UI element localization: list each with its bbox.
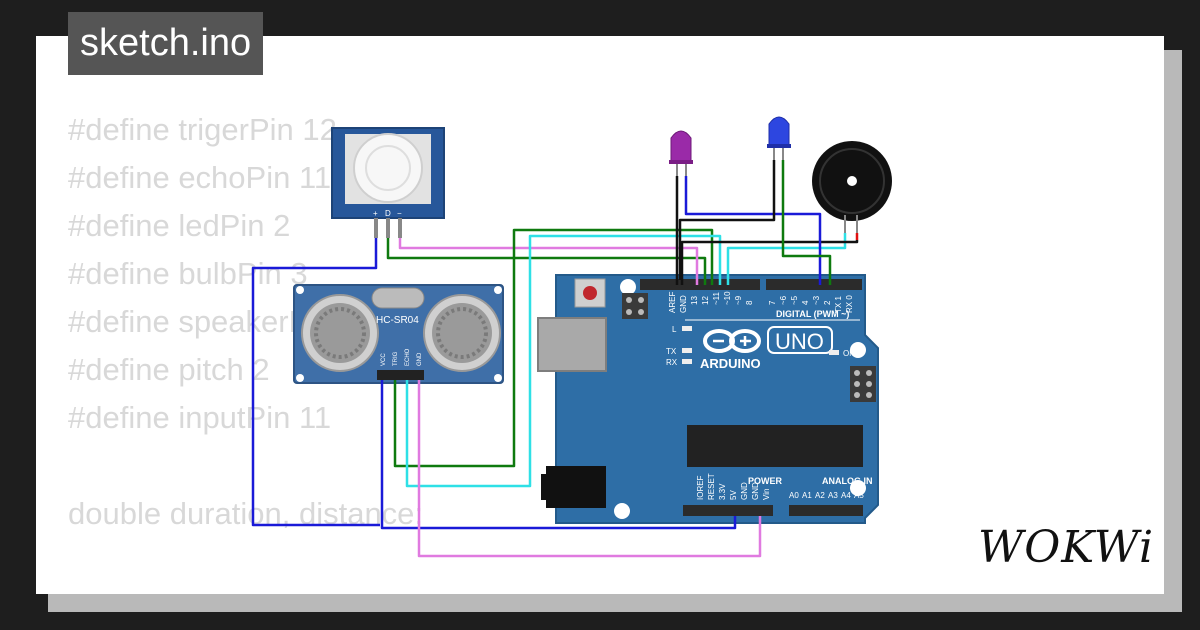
- pin-label-aref: AREF: [668, 292, 677, 313]
- digital-header-right: [766, 279, 862, 290]
- pin-label-11: ~11: [712, 291, 721, 305]
- file-name-tab: sketch.ino: [68, 12, 264, 75]
- code-line: boolean state = LOW;: [68, 586, 423, 594]
- pin-label-a3: A3: [828, 491, 838, 500]
- blue-led[interactable]: [767, 116, 791, 160]
- transducer-right: [423, 294, 501, 372]
- pir-pin-minus: −: [397, 209, 402, 218]
- wire-hc-echo: [405, 234, 722, 488]
- power-jack: [546, 466, 606, 508]
- pin-label-7: 7: [768, 300, 777, 305]
- wire-pir-gnd: [398, 238, 699, 285]
- ultrasonic-sensor[interactable]: HC-SR04 VCC TRIG ECHO GND: [293, 284, 504, 384]
- pin-label-tx: TX 1: [834, 296, 843, 313]
- led-l-label: L: [672, 325, 677, 334]
- hc-pin-gnd: GND: [417, 352, 423, 366]
- hc-pin-echo: ECHO: [405, 348, 411, 366]
- pin-label-8: 8: [745, 300, 754, 305]
- pin-label-10: ~10: [723, 291, 732, 305]
- pir-pin-d: D: [385, 209, 391, 218]
- code-line: #define trigerPin 12: [68, 112, 337, 147]
- usb-port: [537, 317, 607, 372]
- code-line: #define ledPin 2: [68, 208, 291, 243]
- wire-pir-vcc: [251, 238, 380, 527]
- code-line: #define bulbPin 3: [68, 256, 308, 291]
- pin-label-3: ~3: [812, 295, 821, 305]
- code-line: #define pitch 2: [68, 352, 270, 387]
- pin-label-12: 12: [701, 296, 710, 305]
- digital-label: DIGITAL (PWM ~): [776, 309, 849, 319]
- pin-label-gnd-2: GND: [751, 482, 760, 500]
- pin-label-9: ~9: [734, 295, 743, 305]
- pin-label-gnd: GND: [679, 295, 688, 313]
- wires: [251, 160, 859, 558]
- led-on-label: ON: [843, 349, 855, 358]
- wire-hc-vcc: [380, 380, 737, 530]
- pin-label-vin: Vin: [762, 489, 771, 500]
- wire-blue-led-gnd: [678, 160, 776, 280]
- pin-label-5v: 5V: [729, 490, 738, 500]
- power-header: [683, 505, 773, 516]
- pin-label-reset: RESET: [707, 473, 716, 500]
- wire-blue-led-anode: [781, 160, 832, 285]
- purple-led[interactable]: [669, 130, 693, 176]
- pir-sensor[interactable]: + D −: [331, 127, 445, 238]
- pin-label-ioref: IOREF: [696, 475, 705, 500]
- arduino-logo-icon: [703, 329, 761, 353]
- pir-pin-plus: +: [373, 209, 378, 218]
- code-line: double duration, distance;: [68, 496, 424, 531]
- wokwi-logo: WOKWi: [978, 522, 1155, 573]
- led-rx-label: RX: [666, 358, 678, 367]
- wire-hc-gnd: [417, 380, 762, 558]
- wire-hc-trig: [393, 228, 714, 468]
- atmega-chip: [687, 425, 863, 467]
- reset-button[interactable]: [583, 286, 597, 300]
- code-line: #define inputPin 11: [68, 400, 332, 435]
- transducer-left: [301, 294, 379, 372]
- pin-label-13: 13: [690, 296, 699, 305]
- digital-header-left: [640, 279, 760, 290]
- pin-label-3v3: 3.3V: [718, 483, 727, 500]
- analog-label: ANALOG IN: [822, 476, 873, 486]
- pin-label-5: ~5: [790, 295, 799, 305]
- arduino-brand: ARDUINO: [700, 356, 761, 371]
- icsp-header: [622, 293, 648, 319]
- hc-pin-trig: TRIG: [393, 351, 399, 366]
- pin-label-a2: A2: [815, 491, 825, 500]
- sensor-model-label: HC-SR04: [376, 315, 419, 326]
- pin-label-a4: A4: [841, 491, 851, 500]
- led-tx-label: TX: [666, 347, 677, 356]
- wire-buzzer-signal: [726, 233, 847, 285]
- code-line: #define echoPin 11: [68, 160, 332, 195]
- pin-label-4: 4: [801, 300, 810, 305]
- pin-label-a1: A1: [802, 491, 812, 500]
- wire-purple-led-anode: [684, 176, 822, 285]
- arduino-uno-board[interactable]: ARDUINO UNO DIGITAL (PWM ~) ANALOG IN PO…: [537, 274, 879, 524]
- pin-label-6: ~6: [779, 295, 788, 305]
- wire-pir-data: [386, 238, 707, 285]
- pin-label-a5: A5: [854, 491, 864, 500]
- pin-label-2: 2: [823, 300, 832, 305]
- icsp-header-right: [850, 366, 876, 402]
- pin-label-a0: A0: [789, 491, 799, 500]
- wire-buzzer-gnd: [680, 240, 859, 285]
- pin-label-rx: RX 0: [845, 295, 854, 313]
- analog-header: [789, 505, 863, 516]
- hc-pin-vcc: VCC: [381, 353, 387, 366]
- arduino-model: UNO: [775, 329, 824, 354]
- pin-label-gnd-1: GND: [740, 482, 749, 500]
- power-label: POWER: [748, 476, 783, 486]
- buzzer[interactable]: [812, 141, 892, 233]
